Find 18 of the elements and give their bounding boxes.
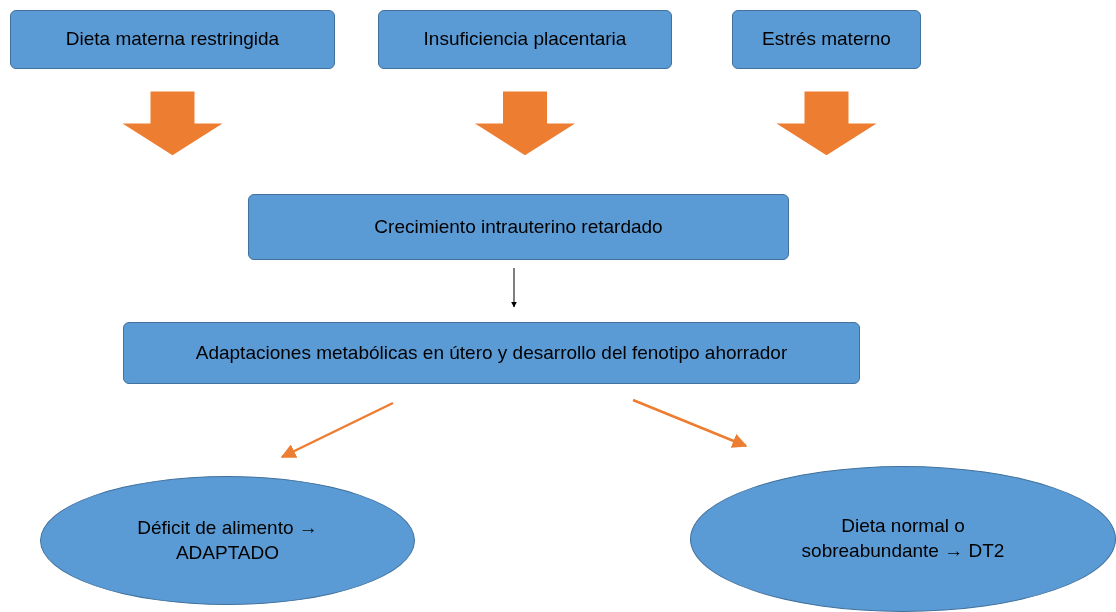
arrow [511,267,517,308]
process-box [123,322,860,384]
node-text: Crecimiento intrauterino retardado [374,214,663,239]
process-box [248,194,789,260]
node-text: Estrés materno [762,27,891,52]
node-text: Dieta normal o sobreabundante → DT2 [800,514,1006,563]
block-arrow [122,91,223,156]
process-box [732,10,921,69]
process-box [378,10,672,69]
block-arrow [776,91,877,156]
node-text: Déficit de alimento → ADAPTADO [136,515,319,565]
node-text: Dieta materna restringida [65,27,280,52]
block-arrow [475,91,575,156]
node-text: Insuficiencia placentaria [423,27,627,52]
node-text: Adaptaciones metabólicas en útero y desarrollo del fenotipo ahorrador [195,340,788,365]
arrow [632,398,748,448]
process-box [10,10,335,69]
arrow [280,401,394,459]
